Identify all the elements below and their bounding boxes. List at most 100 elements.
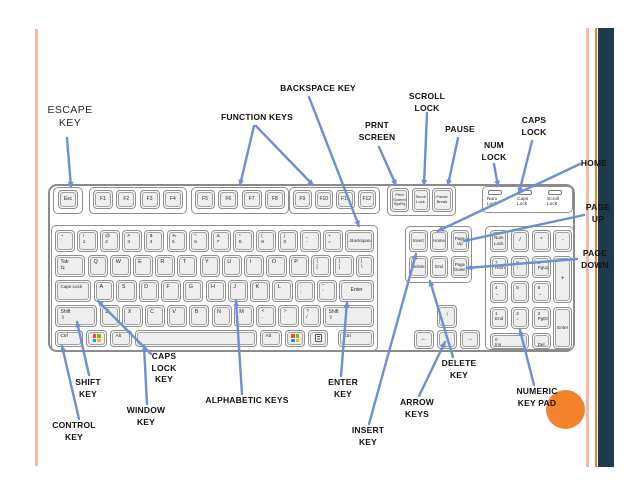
key-i: I	[244, 254, 265, 277]
key-equals: +=	[322, 229, 343, 252]
key-end: End	[429, 255, 449, 278]
key-6: ^6	[188, 229, 210, 252]
indicator-led-1	[518, 190, 532, 195]
left-accent-line	[35, 29, 38, 466]
key-esc: Esc	[58, 190, 78, 209]
key-caps-lock: Caps Lock	[55, 279, 91, 302]
key-w: W	[110, 254, 131, 277]
key-y: Y	[199, 254, 220, 277]
key-f5: F5	[195, 190, 215, 209]
key-f3: F3	[139, 190, 160, 209]
key-v: V	[166, 304, 188, 327]
key-t: T	[177, 254, 198, 277]
key-insert: Insert	[409, 229, 428, 252]
key-x: X	[122, 304, 143, 327]
key-d: D	[138, 279, 159, 302]
key-f11: F11	[336, 190, 355, 209]
key-p: P	[288, 254, 309, 277]
indicator-led-0	[488, 190, 502, 195]
key-delete: Delete	[409, 255, 428, 278]
key-h: H	[205, 279, 226, 302]
menu-key-icon	[314, 334, 322, 343]
key-f1: F1	[93, 190, 113, 209]
key-backspace: ←Backspace	[344, 229, 374, 252]
key-arrow-left: ←	[414, 330, 434, 349]
key-space	[135, 329, 257, 347]
key-period: >.	[278, 304, 299, 327]
key-4: $4	[144, 229, 165, 252]
key-minus: _-	[300, 229, 321, 252]
key-tab: Tab⇆	[55, 254, 85, 277]
key-numpad-6: 6→	[532, 281, 551, 303]
key-numpad-2: 2↓	[510, 306, 530, 329]
key-comma: <,	[256, 304, 277, 327]
key-win-right	[285, 329, 305, 347]
key-z: Z	[100, 304, 121, 327]
right-teal-bar	[598, 28, 614, 467]
key-shift-right: Shift⇧	[323, 304, 374, 327]
key-f12: F12	[357, 190, 376, 209]
key-semicolon: :;	[294, 279, 315, 302]
right-orange-line	[595, 28, 597, 467]
key-l: L	[272, 279, 293, 302]
key-bracket-right: }]	[333, 254, 354, 277]
key-numpad-add: +	[553, 255, 572, 303]
key-m: M	[233, 304, 255, 327]
key-ctrl-left: Ctrl	[55, 329, 83, 347]
windows-logo-icon	[92, 334, 101, 343]
key-8: *8	[233, 229, 254, 252]
key-g: G	[183, 279, 204, 302]
key-backslash: |\	[355, 254, 374, 277]
callout-backspace-key: BACKSPACE KEY	[280, 83, 356, 93]
key-slash: ?/	[300, 304, 321, 327]
key-numpad-8: 8↑	[510, 255, 530, 278]
key-2: @2	[99, 229, 120, 252]
key-f10: F10	[314, 190, 333, 209]
key-b: B	[189, 304, 210, 327]
key-arrow-down: ↓	[437, 330, 457, 349]
key-home: Home	[429, 229, 449, 252]
key-o: O	[266, 254, 287, 277]
key-q: Q	[88, 254, 109, 277]
key-7: &7	[211, 229, 232, 252]
key-arrow-up: ↑	[437, 304, 457, 328]
key-quote: "'	[317, 279, 338, 302]
key-s: S	[116, 279, 137, 302]
callout-pause: PAUSE	[445, 124, 475, 134]
key-5: %5	[166, 229, 187, 252]
key-menu	[308, 329, 328, 347]
key-f9: F9	[293, 190, 312, 209]
key-f6: F6	[218, 190, 239, 209]
key-numpad-decimal: .Del	[532, 332, 551, 349]
key-alt-left: Alt	[110, 329, 132, 347]
key-f2: F2	[116, 190, 137, 209]
key-numpad-4: 4←	[489, 281, 509, 303]
key-j: J	[227, 279, 249, 302]
key-arrow-right: →	[460, 330, 480, 349]
key-numpad-multiply: *	[532, 229, 551, 252]
key-f: F	[160, 279, 182, 302]
